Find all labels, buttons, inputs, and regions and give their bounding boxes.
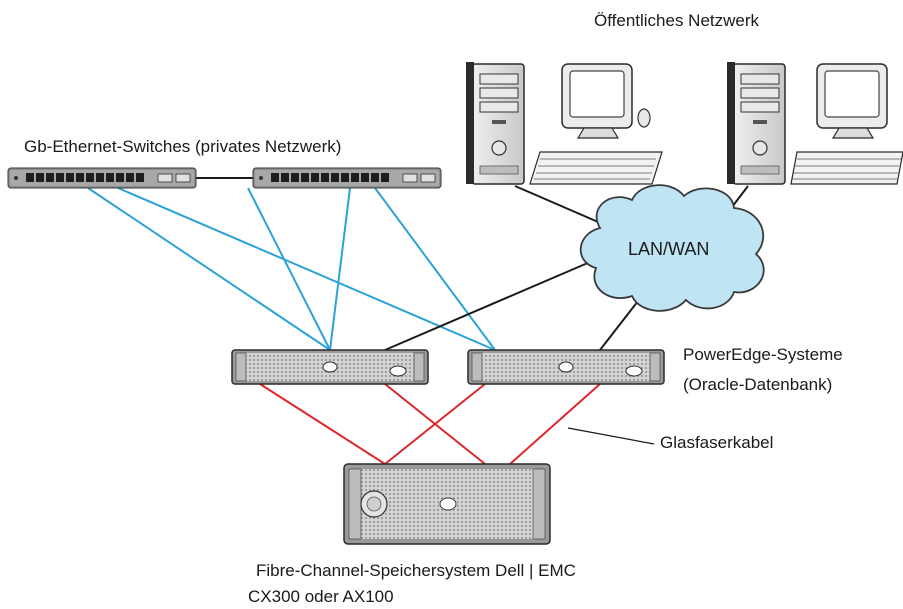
- workstation-icon: [466, 62, 663, 185]
- fiber-link: [259, 383, 386, 465]
- private-link: [87, 187, 331, 351]
- storage-label-line2: CX300 oder AX100: [248, 587, 394, 606]
- lan-wan-label: LAN/WAN: [628, 239, 710, 259]
- private-link: [247, 187, 331, 351]
- fiber-link: [509, 383, 601, 465]
- ethernet-switch-icon: [252, 167, 442, 189]
- fiber-links: [259, 383, 601, 465]
- storage-array-icon: [343, 463, 551, 545]
- public-network-label: Öffentliches Netzwerk: [594, 11, 760, 30]
- poweredge-label-line1: PowerEdge-Systeme: [683, 345, 843, 364]
- private-link: [374, 187, 496, 351]
- private-link: [329, 187, 351, 351]
- private-network-links: [87, 187, 496, 351]
- storage-label-line1: Fibre-Channel-Speichersystem Dell | EMC: [256, 561, 576, 580]
- public-link: [384, 261, 591, 351]
- fiber-cable-label: Glasfaserkabel: [660, 433, 774, 452]
- workstation-icon: [727, 62, 903, 185]
- switches-label: Gb-Ethernet-Switches (privates Netzwerk): [24, 137, 342, 156]
- private-link: [117, 187, 496, 351]
- rack-server-icon: [467, 349, 665, 385]
- fiber-callout-line: [567, 427, 655, 445]
- cloud-icon: [579, 184, 765, 312]
- fiber-link: [384, 383, 486, 465]
- poweredge-label-line2: (Oracle-Datenbank): [683, 375, 833, 394]
- ethernet-switch-icon: [7, 167, 197, 189]
- public-link: [514, 185, 613, 229]
- rack-server-icon: [231, 349, 429, 385]
